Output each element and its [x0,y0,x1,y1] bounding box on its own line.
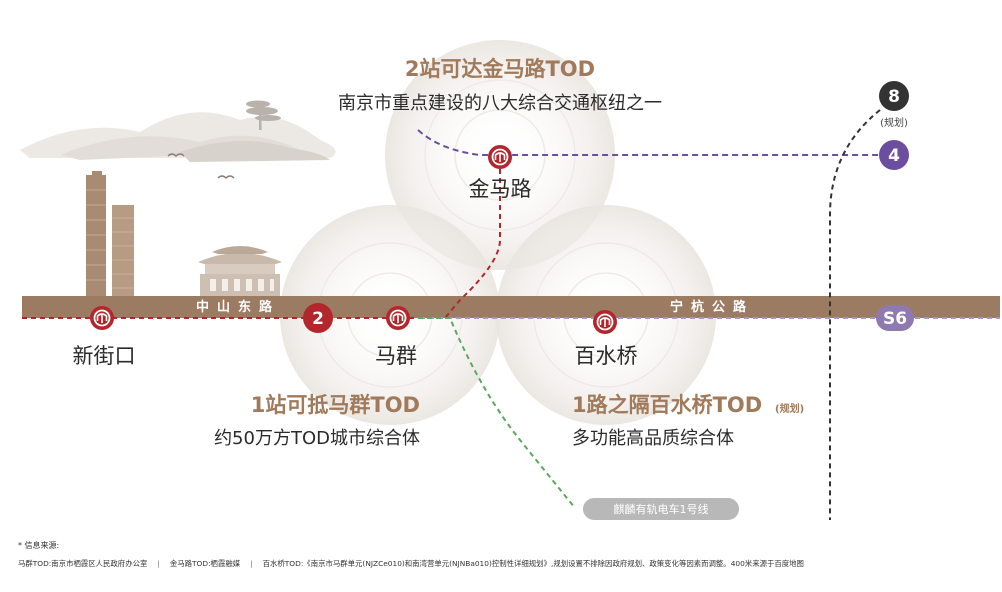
source-heading: * 信息来源: [18,541,60,550]
tram-line-1[interactable] [418,317,576,509]
birds-illustration [167,153,235,179]
source-separator: | [250,559,253,568]
metro-line-4[interactable] [417,129,880,156]
pavilion-illustration [198,246,282,296]
tod-baishuiqiao-note: (规划) [775,402,804,415]
tod-baishuiqiao-title: 1路之隔百水桥TOD [572,393,762,417]
svg-text:2: 2 [312,309,324,329]
source-item-baishuiqiao: 百水桥TOD:《南京市马群单元(NJZCe010)和南湾营单元(NJNBa010… [262,559,804,568]
headline-title: 2站可达金马路TOD [405,57,595,81]
tod-maqun-title: 1站可抵马群TOD [251,393,420,417]
skyscraper-illustration [86,171,134,296]
svg-text:S6: S6 [883,309,907,329]
station-label-jinmalu: 金马路 [469,177,532,201]
source-item-maqun: 马群TOD:南京市栖霞区人民政府办公室 [18,559,148,568]
station-label-maqun: 马群 [375,344,417,368]
source-item-jinmalu: 金马路TOD:栖霞融媒 [169,559,241,568]
main-road-band [22,296,1000,318]
metro-logo-icon-xinjiekou[interactable] [89,305,115,331]
tod-baishuiqiao-subtitle: 多功能高品质综合体 [572,428,734,449]
station-label-xinjiekou: 新街口 [73,344,136,368]
line-8-badge[interactable]: 8 [879,81,909,111]
source-line: 马群TOD:南京市栖霞区人民政府办公室 | 金马路TOD:栖霞融媒 | 百水桥TOD:《… [18,558,988,569]
tod-maqun-subtitle: 约50万方TOD城市综合体 [214,428,420,449]
metro-logo-icon-jinmalu[interactable] [487,144,513,170]
headline-subtitle: 南京市重点建设的八大综合交通枢纽之一 [338,93,662,114]
line-4-badge[interactable]: 4 [879,140,909,170]
s6-badge[interactable]: S6 [876,305,914,331]
svg-text:麒麟有轨电车1号线: 麒麟有轨电车1号线 [614,502,709,516]
svg-text:8: 8 [888,87,900,107]
road-label-ninghang: 宁杭公路 [670,299,754,315]
source-separator: | [157,559,160,568]
metro-line-8[interactable] [829,109,881,520]
station-label-baishuiqiao: 百水桥 [575,344,638,368]
pine-tree-illustration [246,100,281,130]
metro-line-2-branch [444,160,501,319]
road-label-zhongshan-east: 中山东路 [196,299,280,315]
line-8-planned-note: (规划) [880,116,908,129]
tram-line-label-pill[interactable]: 麒麟有轨电车1号线 [583,498,739,520]
metro-logo-icon-maqun[interactable] [385,305,411,331]
mountain-illustration [20,112,336,162]
svg-text:4: 4 [888,146,900,166]
metro-logo-icon-baishuiqiao[interactable] [592,309,618,335]
line-2-badge[interactable]: 2 [303,303,333,333]
